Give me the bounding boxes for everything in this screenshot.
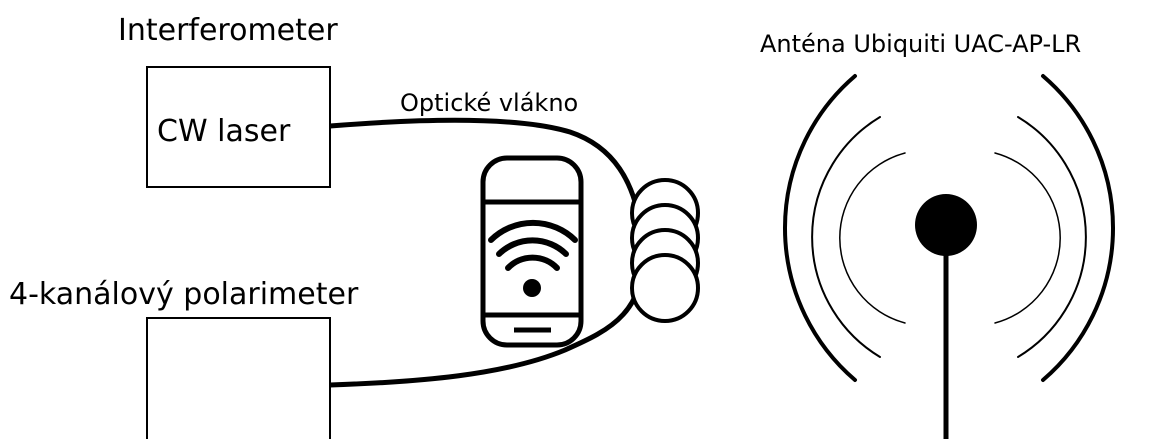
antenna-title: Anténa Ubiquiti UAC-AP-LR	[760, 30, 1081, 58]
smartphone-wifi-icon	[480, 155, 584, 348]
laser-box	[146, 66, 331, 188]
interferometer-title: Interferometer	[118, 13, 338, 48]
polarimeter-box	[146, 317, 331, 439]
polarimeter-title: 4-kanálový polarimeter	[9, 277, 359, 312]
fiber-coil-icon	[630, 178, 700, 323]
antenna-radiating-icon	[782, 74, 1116, 439]
laser-label: CW laser	[157, 114, 291, 149]
fiber-label: Optické vlákno	[400, 89, 578, 117]
